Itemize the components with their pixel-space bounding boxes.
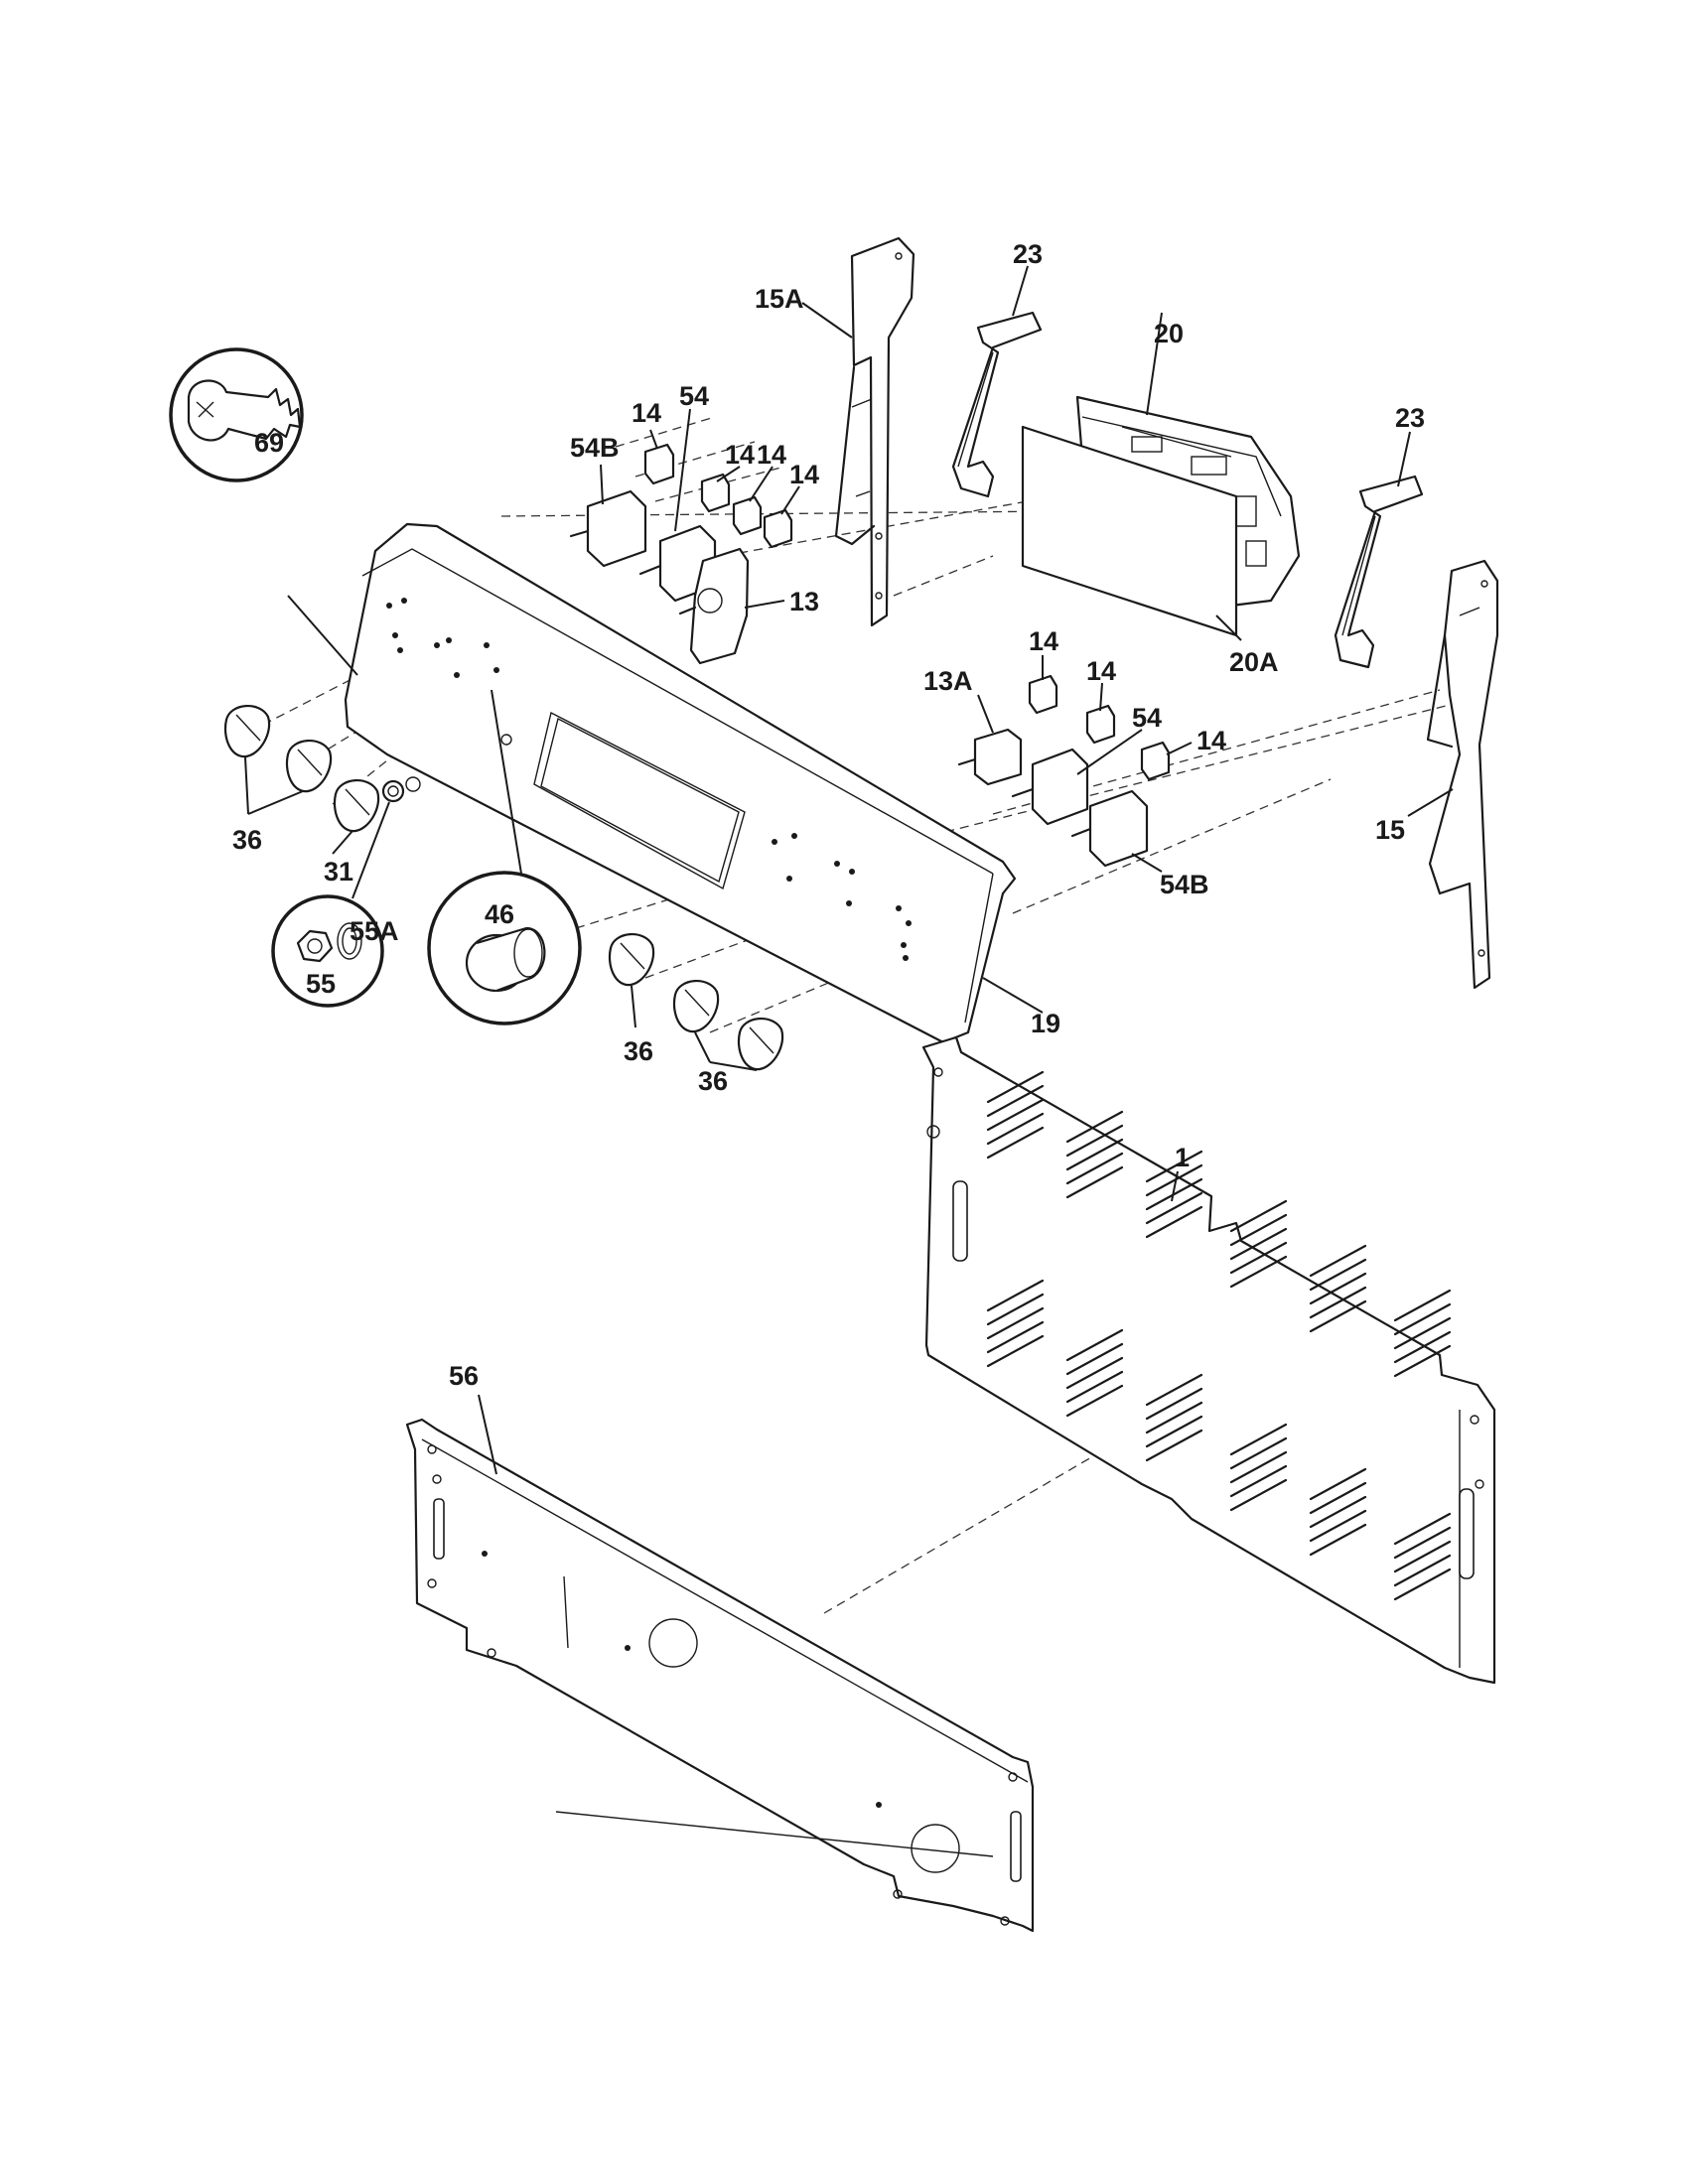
callout-1: 1 [1175, 1143, 1190, 1172]
callout-19: 19 [1031, 1009, 1060, 1038]
callout-20A: 20A [1229, 647, 1279, 677]
callout-54B-lower: 54B [1160, 870, 1209, 899]
callout-36-mid: 36 [624, 1036, 653, 1066]
callout-15A: 15A [755, 284, 804, 314]
detail-bubble-bushing [427, 689, 582, 1025]
part-end-cap-lower [1334, 475, 1424, 669]
part-infinite-switches [569, 489, 1149, 868]
callout-14-b: 14 [725, 440, 755, 470]
callout-23-upper: 23 [1013, 239, 1043, 269]
part-knobs [223, 704, 784, 1071]
callout-55A: 55A [350, 916, 399, 946]
callout-15: 15 [1375, 815, 1405, 845]
leader-lines [244, 265, 1454, 1475]
part-switches [643, 443, 1171, 781]
callout-69: 69 [254, 428, 284, 458]
callout-14-c: 14 [757, 440, 786, 470]
part-side-bracket-right [1426, 559, 1499, 990]
callout-55: 55 [306, 969, 336, 999]
callout-54-lower: 54 [1132, 703, 1162, 733]
callout-23-lower: 23 [1395, 403, 1425, 433]
callout-labels: 15A 23 20 23 14 54 54B 14 14 14 69 13 20… [232, 239, 1425, 1391]
part-electronic-control [1021, 395, 1301, 637]
callout-31: 31 [324, 857, 353, 887]
callout-20: 20 [1154, 319, 1184, 348]
callout-14-g: 14 [1196, 726, 1226, 755]
callout-54B-upper: 54B [570, 433, 620, 463]
callout-46: 46 [485, 899, 514, 929]
part-back-panel [921, 1035, 1496, 1685]
callout-13: 13 [789, 587, 819, 616]
part-side-bracket-left [834, 236, 915, 627]
callout-14-d: 14 [789, 460, 819, 489]
callout-14-f: 14 [1086, 656, 1116, 686]
detail-bubble-nut-washer [271, 801, 390, 1008]
callout-36-right: 36 [698, 1066, 728, 1096]
part-end-cap-upper [951, 311, 1043, 498]
callout-13A: 13A [923, 666, 973, 696]
vent-louvers [986, 1070, 1452, 1601]
callout-14-e: 14 [1029, 626, 1058, 656]
callout-36-left: 36 [232, 825, 262, 855]
callout-56: 56 [449, 1361, 479, 1391]
callout-14-a: 14 [632, 398, 661, 428]
detail-bubble-screw [169, 347, 358, 676]
part-control-panel [344, 522, 1017, 1044]
callout-54-upper: 54 [679, 381, 709, 411]
part-lower-back-plate [405, 1418, 1035, 1933]
